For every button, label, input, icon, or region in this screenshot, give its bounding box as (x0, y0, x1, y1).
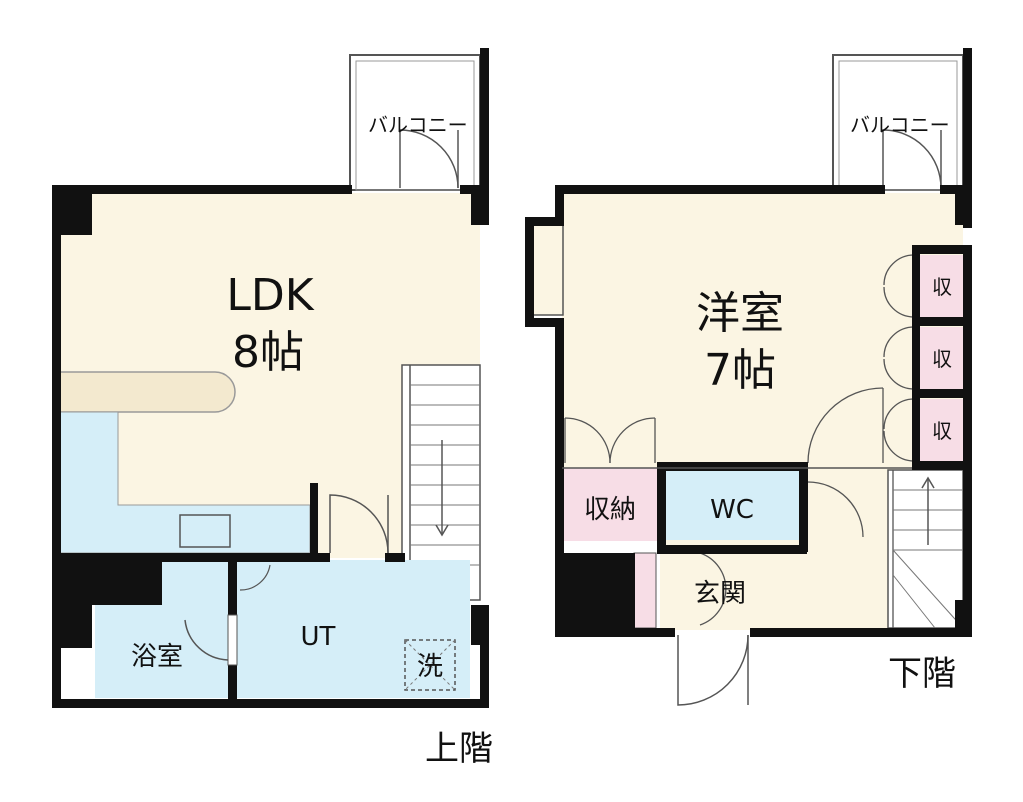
upper-floor-label: 上階 (425, 729, 493, 769)
kitchen-counter (59, 371, 236, 413)
lower-walls (525, 48, 972, 637)
storage-3-label: 収 (932, 419, 952, 443)
storage-unit-3-floor (918, 399, 963, 461)
lower-balcony-door-swing (882, 129, 942, 189)
ldk-size-label: 8帖 (232, 327, 304, 378)
upper-balcony-label: バルコニー (368, 113, 468, 137)
storage-1-label: 収 (932, 275, 952, 299)
bath-label: 浴室 (131, 642, 183, 672)
upper-balcony-door-swing (399, 129, 459, 189)
storage-unit-2-floor (918, 327, 963, 389)
washer-label: 洗 (417, 652, 443, 682)
toilet-label: WC (710, 495, 754, 525)
bath-room-floor (95, 605, 228, 698)
utility-label: UT (301, 622, 336, 652)
washer-space (404, 639, 456, 691)
storage-unit-1-floor (918, 255, 963, 317)
bath-door-swing (184, 619, 229, 661)
entrance-label: 玄関 (694, 579, 746, 609)
upper-floor-plan: バルコニー LDK 8帖 浴室 UT 洗 (52, 48, 489, 708)
kitchen-sink (179, 514, 231, 548)
lower-balcony-label: バルコニー (850, 113, 950, 137)
ldk-name-label: LDK (226, 270, 314, 321)
entrance-storage (633, 552, 657, 629)
closet-label: 収納 (584, 495, 636, 525)
western-room-floor (562, 193, 963, 468)
utility-room-floor (235, 560, 470, 698)
bay-window (532, 224, 564, 316)
toilet-floor (663, 470, 801, 540)
western-room-name-label: 洋室 (696, 288, 784, 339)
lower-floor-label: 下階 (888, 654, 956, 694)
utility-door-swing (329, 494, 389, 554)
lower-floor-plan: バルコニー 洋室 7帖 収納 WC 玄関 収 収 収 (525, 48, 972, 706)
storage-2-label: 収 (932, 347, 952, 371)
closet-floor (562, 468, 658, 541)
western-room-size-label: 7帖 (704, 345, 776, 396)
lower-stairs (887, 469, 964, 629)
upper-walls (52, 48, 489, 708)
entrance-door-swing (677, 634, 749, 706)
